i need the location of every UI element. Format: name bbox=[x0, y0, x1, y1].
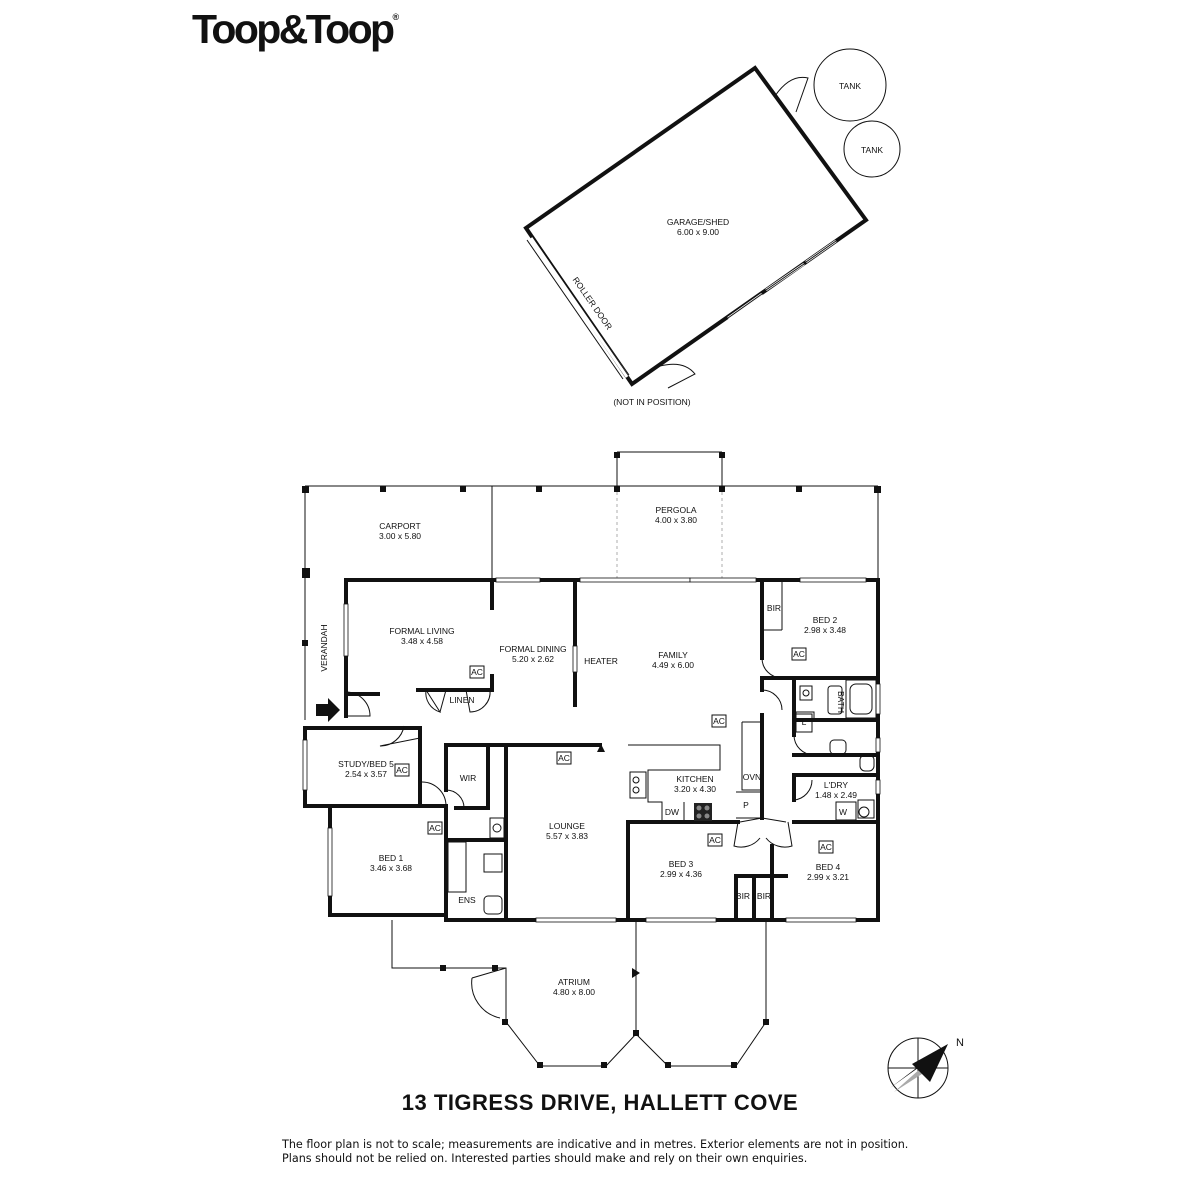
study-dims: 2.54 x 3.57 bbox=[345, 769, 387, 779]
entry-arrow-icon bbox=[316, 698, 340, 722]
pergola-label: PERGOLA bbox=[655, 505, 696, 515]
bed3-label: BED 3 bbox=[669, 859, 694, 869]
room-labels: FORMAL LIVING 3.48 x 4.58 FORMAL DINING … bbox=[338, 603, 857, 905]
ac-label: AC bbox=[429, 823, 441, 833]
bed2-bir-label: BIR bbox=[767, 603, 781, 613]
bed2-dims: 2.98 x 3.48 bbox=[804, 625, 846, 635]
brand-logo: Toop&Toop® bbox=[192, 6, 399, 53]
windows bbox=[302, 577, 881, 923]
carport-label: CARPORT bbox=[379, 521, 420, 531]
disclaimer-line-2: Plans should not be relied on. Intereste… bbox=[282, 1152, 808, 1165]
bed4-dims: 2.99 x 3.21 bbox=[807, 872, 849, 882]
property-address: 13 TIGRESS DRIVE, HALLETT COVE bbox=[401, 1090, 799, 1115]
family-label: FAMILY bbox=[658, 650, 688, 660]
washer-label: W bbox=[839, 807, 847, 817]
wir-label: WIR bbox=[460, 773, 477, 783]
north-arrow-icon bbox=[912, 1044, 948, 1082]
carport-dims: 3.00 x 5.80 bbox=[379, 531, 421, 541]
pergola-dims: 4.00 x 3.80 bbox=[655, 515, 697, 525]
study-label: STUDY/BED 5 bbox=[338, 759, 394, 769]
north-label: N bbox=[956, 1037, 964, 1049]
tank-2-label: TANK bbox=[861, 145, 883, 155]
tank-1: TANK bbox=[813, 48, 887, 122]
dishwasher-label: DW bbox=[665, 807, 679, 817]
outdoor-areas: CARPORT 3.00 x 5.80 PERGOLA 4.00 x 3.80 … bbox=[302, 451, 881, 722]
bed1-dims: 3.46 x 3.68 bbox=[370, 863, 412, 873]
ac-label: AC bbox=[396, 765, 408, 775]
verandah-label: VERANDAH bbox=[319, 624, 329, 671]
kitchen-dims: 3.20 x 4.30 bbox=[674, 784, 716, 794]
ac-label: AC bbox=[709, 835, 721, 845]
formal-dining-label: FORMAL DINING bbox=[499, 644, 566, 654]
ensuite-label: ENS bbox=[458, 895, 476, 905]
laundry-dims: 1.48 x 2.49 bbox=[815, 790, 857, 800]
lounge-label: LOUNGE bbox=[549, 821, 585, 831]
compass: N bbox=[887, 1037, 964, 1099]
marker-icon bbox=[597, 744, 605, 752]
bath-label: BATH bbox=[836, 691, 846, 713]
ac-label: AC bbox=[793, 649, 805, 659]
door-swings bbox=[345, 657, 815, 848]
bed4-label: BED 4 bbox=[816, 862, 841, 872]
tank-1-label: TANK bbox=[839, 81, 861, 91]
registered-mark: ® bbox=[392, 12, 400, 22]
disclaimer: The floor plan is not to scale; measurem… bbox=[282, 1138, 982, 1166]
formal-living-dims: 3.48 x 4.58 bbox=[401, 636, 443, 646]
linen-label: LINEN bbox=[449, 695, 474, 705]
bed2-label: BED 2 bbox=[813, 615, 838, 625]
laundry-label: L'DRY bbox=[824, 780, 848, 790]
formal-living-label: FORMAL LIVING bbox=[389, 626, 454, 636]
brand-name: Toop&Toop bbox=[192, 6, 395, 52]
bed3-bir-label: BIR bbox=[736, 891, 750, 901]
tank-2: TANK bbox=[843, 120, 901, 178]
bed1-label: BED 1 bbox=[379, 853, 404, 863]
kitchen-label: KITCHEN bbox=[676, 774, 713, 784]
fixtures bbox=[447, 679, 877, 978]
family-dims: 4.49 x 6.00 bbox=[652, 660, 694, 670]
atrium-label: ATRIUM bbox=[558, 977, 590, 987]
garage-shed: GARAGE/SHED 6.00 x 9.00 ROLLER DOOR (NOT… bbox=[523, 65, 869, 407]
ac-label: AC bbox=[471, 667, 483, 677]
l-label: L bbox=[802, 717, 807, 727]
not-in-position-label: (NOT IN POSITION) bbox=[613, 397, 690, 407]
garage-label: GARAGE/SHED bbox=[667, 217, 729, 227]
heater-label: HEATER bbox=[584, 656, 618, 666]
ac-label: AC bbox=[713, 716, 725, 726]
atrium-dims: 4.80 x 8.00 bbox=[553, 987, 595, 997]
oven-label: OVN bbox=[743, 772, 761, 782]
bed3-dims: 2.99 x 4.36 bbox=[660, 869, 702, 879]
lounge-dims: 5.57 x 3.83 bbox=[546, 831, 588, 841]
ac-label: AC bbox=[820, 842, 832, 852]
garage-dims: 6.00 x 9.00 bbox=[677, 227, 719, 237]
ac-label: AC bbox=[558, 753, 570, 763]
formal-dining-dims: 5.20 x 2.62 bbox=[512, 654, 554, 664]
atrium: ATRIUM 4.80 x 8.00 bbox=[391, 920, 769, 1068]
bed4-bir-label: BIR bbox=[757, 891, 771, 901]
disclaimer-line-1: The floor plan is not to scale; measurem… bbox=[282, 1138, 909, 1151]
pantry-label: P bbox=[743, 800, 749, 810]
